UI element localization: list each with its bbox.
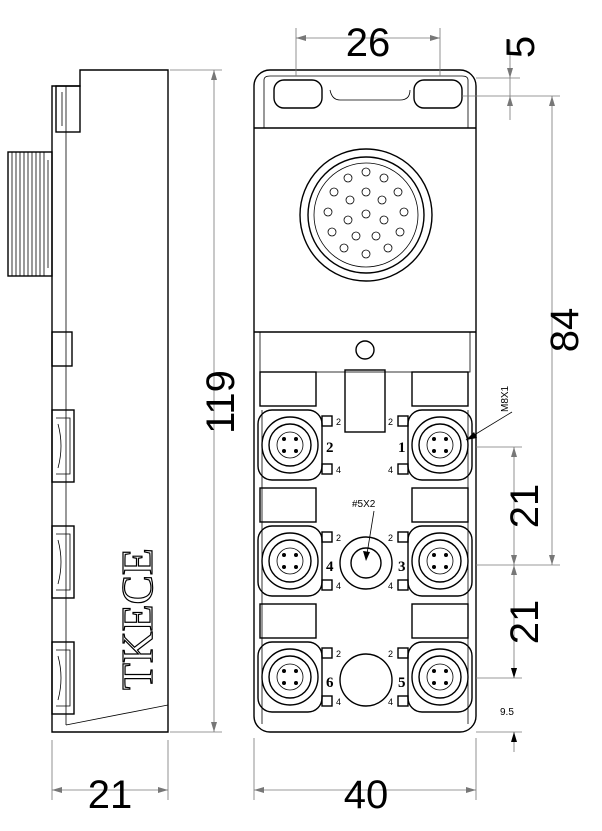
thread-callout: M8X1 [465, 385, 513, 441]
side-tab [51, 331, 73, 367]
led-squares [321, 415, 409, 707]
side-view: TKECE [7, 69, 169, 733]
label-box-3 [411, 487, 469, 523]
hole-callout: #5X2 [352, 499, 376, 510]
label-strip [259, 331, 471, 373]
side-socket-3 [51, 641, 75, 715]
pin-label: 4 [388, 697, 393, 707]
top-offset-dimension: 5 [462, 36, 560, 120]
connector-pins [323, 167, 409, 259]
front-width-label: 40 [344, 773, 389, 817]
port-number-4: 4 [326, 559, 334, 575]
label-box-1 [411, 371, 469, 407]
pin-label: 2 [388, 417, 393, 427]
label-box-4 [259, 487, 317, 523]
pin-label: 2 [336, 533, 341, 543]
label-box-5 [411, 603, 469, 639]
top-width-dimension: 26 [295, 21, 441, 76]
side-width-label: 21 [88, 773, 133, 817]
flange-notch [329, 89, 411, 101]
pin-label: 4 [336, 465, 341, 475]
m8-port-3 [407, 525, 473, 597]
port-number-1: 1 [398, 440, 406, 456]
port-number-3: 3 [398, 559, 406, 575]
side-socket-2 [51, 525, 75, 599]
pin-label: 2 [336, 417, 341, 427]
port-number-6: 6 [326, 675, 334, 691]
label-box-2 [259, 371, 317, 407]
height-upper-label: 84 [543, 308, 587, 353]
pitch-1-dimension: 21 [476, 446, 547, 565]
pitch-1-label: 21 [503, 484, 547, 529]
m8-port-4 [257, 525, 323, 597]
side-socket-1 [51, 409, 75, 483]
side-bevel [65, 704, 169, 726]
mount-hole-right [413, 79, 463, 109]
pin-label: 4 [388, 581, 393, 591]
height-total-label: 119 [199, 370, 243, 434]
pin-label: 2 [388, 533, 393, 543]
side-latch [55, 85, 81, 133]
center-hole-lower [339, 653, 393, 707]
side-width-dimension: 21 [51, 740, 169, 817]
port-number-2: 2 [326, 440, 334, 456]
m8-port-6 [257, 641, 323, 713]
center-hole-upper [339, 536, 393, 590]
pitch-2-dimension: 21 [476, 565, 547, 679]
pin-label: 4 [336, 697, 341, 707]
height-total-dimension: 119 [170, 69, 243, 733]
top-width-label: 26 [346, 21, 391, 65]
thread-label: M8X1 [500, 385, 511, 412]
flange-inner [263, 75, 469, 128]
front-width-dimension: 40 [253, 738, 477, 817]
pin-label: 2 [388, 649, 393, 659]
main-round-connector [299, 148, 433, 282]
pin-label: 2 [336, 649, 341, 659]
m8-port-2 [257, 409, 323, 481]
led-indicator [355, 340, 375, 360]
side-thread-connector [7, 151, 53, 277]
m8-port-5 [407, 641, 473, 713]
label-box-6 [259, 603, 317, 639]
edge-offset-dimension: 9.5 [476, 660, 522, 752]
front-outline [253, 69, 477, 733]
mount-hole-left [273, 79, 323, 109]
port-number-5: 5 [398, 675, 406, 691]
top-offset-label: 5 [499, 36, 543, 58]
front-view: 2 4 2 4 2 4 2 4 2 4 2 4 2 1 4 3 6 5 #5X2 [253, 69, 477, 733]
brand-label: TKECE [113, 548, 162, 690]
m8-port-1 [407, 409, 473, 481]
pin-label: 4 [388, 465, 393, 475]
pin-label: 4 [336, 581, 341, 591]
height-upper-dimension: 84 [476, 96, 587, 566]
center-label-window [344, 369, 386, 433]
pitch-2-label: 21 [503, 600, 547, 645]
edge-offset-label: 9.5 [500, 707, 514, 718]
